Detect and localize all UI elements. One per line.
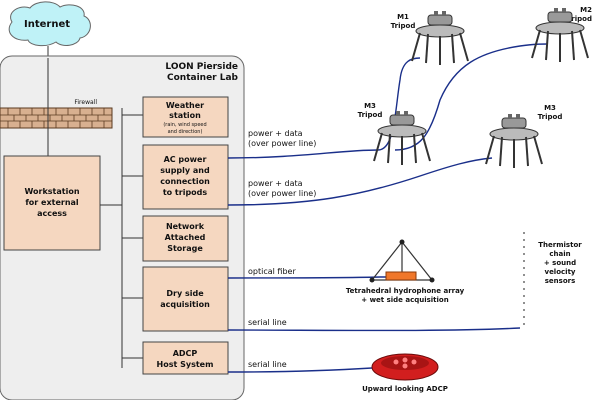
thermistor-line2: chain [549, 250, 570, 258]
nas-line1: Network [166, 222, 205, 231]
adcp-label: Upward looking ADCP [362, 385, 448, 393]
cable-power-2 [227, 157, 493, 206]
hydrophone-line2: + wet side acquisition [361, 296, 448, 304]
ac-power-box: AC power supply and connection to tripod… [142, 144, 229, 210]
power-data-2a: power + data [248, 179, 303, 188]
network-storage-box: Network Attached Storage [142, 215, 229, 262]
tripod-m3-left-sub: Tripod [358, 111, 383, 119]
power-data-2b: (over power line) [248, 189, 316, 198]
thermistor-line4: velocity [545, 268, 576, 276]
tripod-m1: M1 Tripod [391, 11, 469, 65]
power-data-1b: (over power line) [248, 139, 316, 148]
internet-cloud: Internet [8, 1, 91, 47]
cable-serial-1 [227, 327, 521, 332]
tripod-m3-left: M3 Tripod [358, 102, 431, 165]
thermistor-line1: Thermistor [538, 241, 582, 249]
power-data-1a: power + data [248, 129, 303, 138]
container-title-2: Container Lab [167, 73, 239, 83]
tripod-m3-left-name: M3 [364, 102, 376, 110]
adcp-host-line1: ADCP [173, 349, 198, 358]
tripod-m3-right-sub: Tripod [538, 113, 563, 121]
tripod-m2-sub: Tripod [567, 15, 592, 23]
dry-side-box: Dry side acquisition [142, 266, 229, 332]
workstation-line2: for external [25, 198, 79, 207]
optical-fiber-label: optical fiber [248, 267, 296, 276]
workstation-line3: access [37, 209, 67, 218]
workstation-line1: Workstation [24, 187, 79, 196]
workstation-box: Workstation for external access [3, 155, 101, 251]
weather-line4: and direction) [168, 129, 203, 135]
nas-line3: Storage [167, 244, 203, 253]
ac-line4: to tripods [163, 188, 208, 197]
nas-line2: Attached [165, 233, 206, 242]
tripod-m2-icon [531, 8, 589, 62]
hydrophone-line1: Tetrahedral hydrophone array [346, 287, 465, 295]
ac-line2: supply and [160, 166, 210, 175]
tripod-m3-right: M3 Tripod [485, 104, 563, 168]
tripod-m2: M2 Tripod [531, 6, 592, 62]
thermistor-line5: sensors [545, 277, 576, 285]
serial-line-1-label: serial line [248, 318, 287, 327]
tripod-m1-name: M1 [397, 13, 409, 21]
ac-line3: connection [160, 177, 210, 186]
dry-line2: acquisition [160, 300, 210, 309]
internet-label: Internet [24, 19, 70, 30]
tripod-m3-right-name: M3 [544, 104, 556, 112]
weather-station-box: Weather station (rain, wind speed and di… [142, 96, 229, 138]
ac-line1: AC power [164, 155, 207, 164]
adcp-host-box: ADCP Host System [142, 341, 229, 375]
bus-taps [122, 114, 143, 359]
weather-line1: Weather [166, 101, 204, 110]
tripod-m1-sub: Tripod [391, 22, 416, 30]
thermistor-chain: Thermistor chain + sound velocity sensor… [523, 232, 582, 326]
dry-line1: Dry side [166, 289, 204, 298]
hydrophone-array: Tetrahedral hydrophone array + wet side … [346, 239, 465, 304]
weather-line2: station [169, 111, 201, 120]
cable-serial-2 [227, 367, 373, 373]
firewall: Firewall [0, 99, 113, 129]
firewall-label: Firewall [74, 99, 97, 106]
serial-line-2-label: serial line [248, 360, 287, 369]
tripod-m1-icon [411, 11, 469, 65]
weather-line3: (rain, wind speed [163, 122, 206, 128]
hydrophone-acquisition-unit [385, 271, 417, 281]
cloud-shape [8, 1, 91, 47]
firewall-bricks [0, 108, 112, 128]
thermistor-line3: + sound [544, 259, 576, 267]
adcp-device: Upward looking ADCP [362, 353, 448, 393]
tripod-m3-left-icon [373, 111, 431, 165]
tripod-m2-name: M2 [580, 6, 592, 14]
adcp-host-line2: Host System [157, 360, 214, 369]
link-labels: power + data (over power line) power + d… [248, 129, 316, 369]
tripod-m3-right-icon [485, 114, 543, 168]
cable-power-1 [227, 57, 421, 159]
container-title-1: LOON Pierside [165, 62, 238, 72]
